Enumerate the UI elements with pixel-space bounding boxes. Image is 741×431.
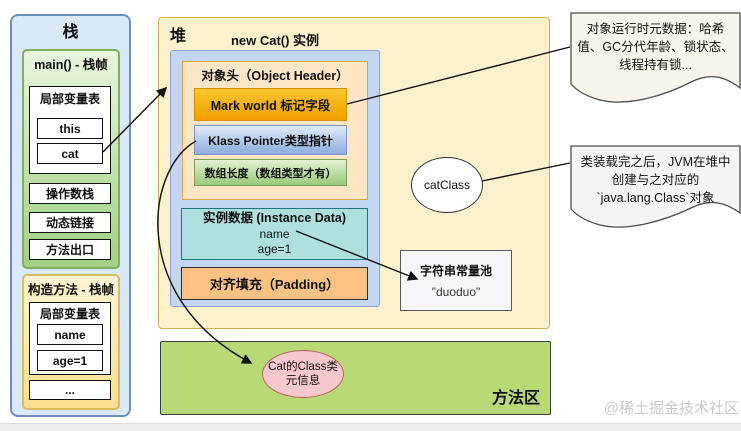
string-pool-value: "duoduo" [431, 285, 481, 299]
string-pool-title: 字符串常量池 [419, 264, 492, 278]
watermark: @稀土掘金技术社区 [603, 400, 739, 417]
new-cat-instance-title: new Cat() 实例 [230, 32, 320, 48]
bottom-strip [0, 423, 741, 431]
main-frame-title: main() - 栈帧 [34, 57, 108, 72]
instance-data-title: 实例数据 (Instance Data) [202, 211, 347, 226]
string-pool-box: 字符串常量池 "duoduo" [400, 250, 512, 311]
var-name: name [37, 324, 103, 345]
klass-pointer-box: Klass Pointer类型指针 [194, 125, 347, 155]
cat-class-ellipse: catClass [411, 157, 483, 213]
var-age: age=1 [37, 350, 103, 371]
note-runtime-meta-text: 对象运行时元数据：哈希值、GC分代年龄、锁状态、线程持有锁... [577, 22, 734, 73]
dynamic-link-box: 动态链接 [29, 212, 111, 233]
var-this: this [37, 118, 103, 139]
ctor-local-var-table-label: 局部变量表 [39, 306, 100, 321]
note-class-loaded-text: 类装载完之后，JVM在堆中创建与之对应的`java.lang.Class`对象 [580, 155, 731, 206]
main-local-var-table-label: 局部变量表 [39, 91, 100, 106]
instance-field-name: name [259, 226, 290, 241]
var-cat: cat [37, 143, 103, 164]
mark-word-box: Mark world 标记字段 [194, 88, 347, 121]
stack-title: 栈 [62, 24, 79, 41]
operand-stack-box: 操作数栈 [29, 183, 111, 204]
instance-data-box: 实例数据 (Instance Data) name age=1 [181, 208, 368, 260]
ctor-frame-title: 构造方法 - 栈帧 [27, 282, 115, 297]
cat-class-meta-ellipse: Cat的Class类元信息 [262, 350, 344, 398]
method-exit-box: 方法出口 [29, 239, 111, 260]
method-area-title: 方法区 [491, 390, 540, 407]
array-length-box: 数组长度（数组类型才有） [194, 159, 347, 186]
instance-field-age: age=1 [257, 241, 292, 256]
ctor-frame-more: ... [29, 380, 111, 400]
object-header-title: 对象头（Object Header） [201, 68, 349, 83]
padding-box: 对齐填充（Padding） [181, 267, 368, 300]
